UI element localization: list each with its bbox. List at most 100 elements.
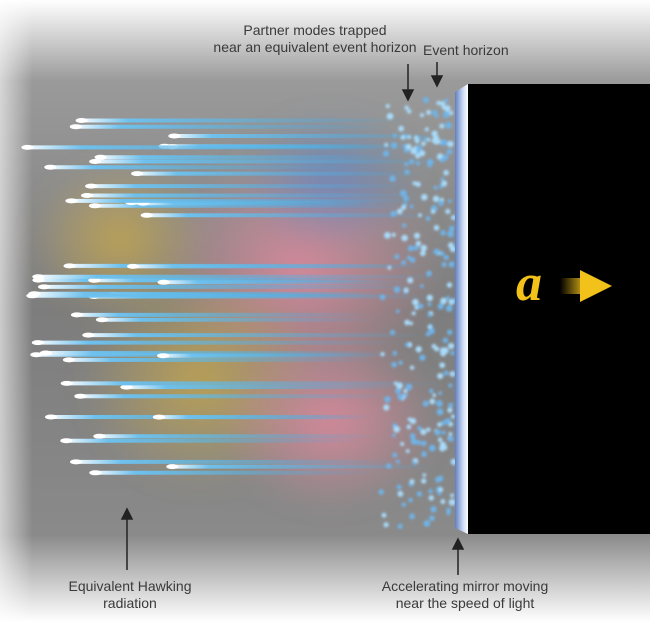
- arrow-down-icon: [430, 62, 444, 88]
- radiation-ray: [72, 312, 374, 317]
- partner-mode-particle: [384, 142, 389, 147]
- partner-mode-particle: [408, 497, 413, 503]
- partner-mode-particle: [440, 157, 445, 163]
- partner-mode-particle: [406, 255, 412, 260]
- radiation-ray-head: [28, 291, 41, 297]
- partner-mode-particle: [437, 372, 444, 380]
- partner-mode-particle: [384, 396, 391, 403]
- partner-mode-particle: [412, 461, 417, 465]
- radiation-ray-head: [152, 414, 165, 420]
- partner-mode-particle: [409, 158, 415, 165]
- radiation-ray-head: [82, 332, 95, 338]
- accelerating-mirror: [455, 84, 468, 534]
- partner-mode-particle: [406, 109, 412, 114]
- partner-mode-particle: [379, 294, 386, 300]
- partner-mode-particle: [405, 449, 410, 454]
- partner-mode-particle: [404, 105, 409, 111]
- radiation-ray: [133, 171, 423, 176]
- radiation-ray: [168, 464, 438, 469]
- partner-mode-particle: [386, 112, 394, 120]
- partner-mode-particle: [437, 491, 442, 496]
- radiation-ray: [91, 470, 381, 475]
- radiation-ray-head: [127, 263, 139, 269]
- partner-mode-particle: [395, 388, 402, 394]
- partner-mode-particle: [447, 342, 455, 350]
- radiation-ray: [62, 438, 363, 443]
- partner-mode-particle: [426, 109, 432, 115]
- radiation-ray: [33, 340, 397, 345]
- partner-mode-particle: [425, 216, 431, 221]
- partner-mode-particle: [396, 484, 402, 490]
- partner-mode-particle: [407, 277, 414, 284]
- partner-mode-particle: [438, 391, 442, 395]
- partner-mode-particle: [430, 209, 436, 214]
- partner-mode-particle: [448, 402, 454, 408]
- partner-mode-particle: [446, 148, 453, 155]
- partner-mode-particle: [409, 204, 414, 209]
- radiation-ray-head: [131, 171, 144, 177]
- partner-mode-particle: [430, 506, 437, 513]
- partner-mode-particle: [446, 507, 451, 513]
- partner-mode-particle: [440, 444, 446, 450]
- partner-mode-particle: [428, 327, 435, 335]
- partner-mode-particle: [439, 362, 446, 369]
- partner-mode-particle: [428, 495, 434, 501]
- partner-mode-particle: [444, 98, 449, 103]
- partner-mode-particle: [445, 208, 451, 214]
- partner-mode-particle: [407, 245, 414, 252]
- partner-mode-particle: [428, 444, 436, 452]
- radiation-ray-head: [168, 133, 181, 139]
- partner-mode-particle: [447, 230, 454, 238]
- partner-mode-particle: [412, 298, 419, 306]
- partner-mode-particle: [442, 111, 450, 118]
- partner-modes-label-line1: Partner modes trapped: [243, 22, 387, 38]
- partner-mode-particle: [438, 200, 444, 207]
- radiation-ray-head: [140, 212, 153, 218]
- radiation-ray-head: [74, 393, 87, 399]
- partner-mode-particle: [439, 123, 445, 129]
- partner-mode-particle: [420, 428, 427, 436]
- partner-mode-particle: [400, 135, 406, 140]
- partner-mode-particle: [395, 459, 400, 464]
- partner-mode-particle: [412, 181, 417, 186]
- radiation-ray: [129, 264, 419, 269]
- partner-mode-particle: [440, 177, 445, 182]
- radiation-ray: [159, 353, 381, 358]
- partner-mode-particle: [415, 240, 422, 247]
- partner-mode-particle: [437, 303, 444, 310]
- radiation-ray-head: [32, 274, 45, 280]
- radiation-ray: [77, 118, 413, 123]
- partner-mode-particle: [403, 195, 409, 202]
- partner-mode-particle: [445, 305, 453, 312]
- radiation-ray-head: [93, 433, 106, 439]
- partner-mode-particle: [443, 254, 449, 261]
- radiation-ray-head: [30, 352, 43, 358]
- radiation-ray-head: [63, 263, 76, 269]
- partner-mode-particle: [392, 433, 396, 438]
- partner-mode-particle: [409, 433, 416, 439]
- partner-mode-particle: [386, 463, 392, 469]
- partner-mode-particle: [427, 312, 432, 317]
- partner-mode-particle: [448, 431, 453, 436]
- partner-mode-particle: [419, 113, 425, 118]
- partner-modes-label-line2: near an equivalent event horizon: [213, 39, 417, 55]
- partner-mode-particle: [434, 346, 440, 352]
- partner-mode-particle: [432, 109, 438, 115]
- radiation-ray-head: [62, 357, 75, 363]
- partner-mode-particle: [403, 287, 409, 293]
- partner-mode-particle: [421, 451, 427, 457]
- partner-mode-particle: [441, 180, 448, 187]
- radiation-ray-head: [166, 464, 179, 470]
- partner-mode-particle: [416, 440, 422, 446]
- partner-mode-particle: [446, 282, 453, 288]
- hawking-radiation-label: Equivalent Hawking radiation: [30, 578, 230, 612]
- mirror-label-line2: near the speed of light: [395, 595, 535, 611]
- partner-mode-particle: [381, 512, 387, 518]
- partner-mode-particle: [426, 158, 434, 166]
- partner-mode-particle: [397, 490, 404, 497]
- partner-mode-particle: [384, 232, 391, 239]
- partner-mode-particle: [391, 232, 396, 237]
- radiation-ray: [71, 124, 393, 129]
